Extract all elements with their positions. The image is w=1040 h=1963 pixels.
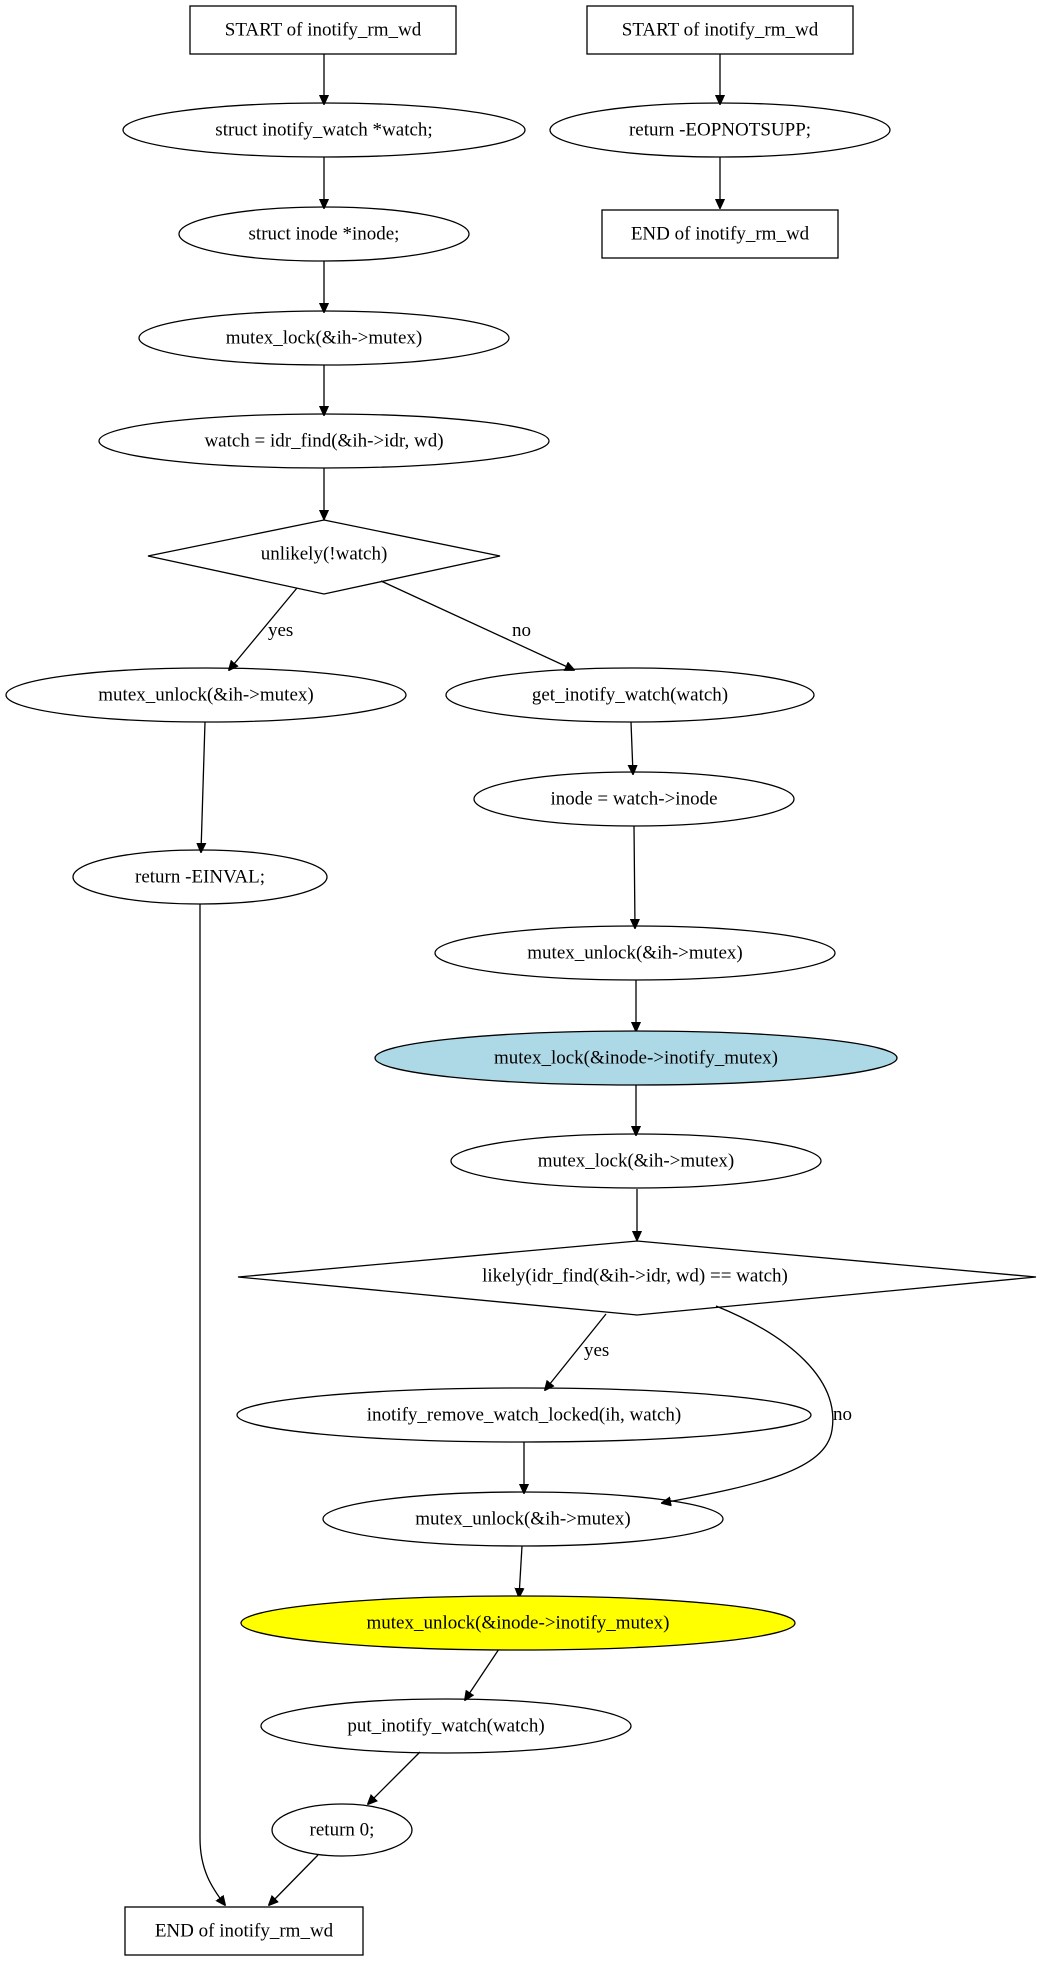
edge-unlock-ih-to-unlock-inode — [519, 1545, 522, 1597]
node-label: watch = idr_find(&ih->idr, wd) — [204, 431, 443, 452]
node-label: get_inotify_watch(watch) — [532, 685, 728, 706]
node-put-watch: put_inotify_watch(watch) — [260, 1698, 632, 1754]
node-return-einval: return -EINVAL; — [72, 849, 328, 905]
node-unlock-ih-2: mutex_unlock(&ih->mutex) — [434, 925, 836, 981]
edge-inode-to-unlock-ih — [634, 825, 635, 928]
node-label: unlikely(!watch) — [261, 544, 388, 565]
node-label: mutex_unlock(&ih->mutex) — [415, 1509, 630, 1530]
node-inode-assign: inode = watch->inode — [473, 771, 795, 827]
node-label: inotify_remove_watch_locked(ih, watch) — [367, 1405, 681, 1426]
node-label: mutex_lock(&ih->mutex) — [538, 1151, 734, 1172]
edge-unlock-inode-to-put-watch — [465, 1648, 500, 1700]
node-label: return 0; — [310, 1820, 375, 1841]
node-return-eopnotsupp: return -EOPNOTSUPP; — [549, 102, 891, 158]
node-unlock-inode: mutex_unlock(&inode->inotify_mutex) — [240, 1595, 796, 1651]
node-return-zero: return 0; — [271, 1803, 413, 1857]
node-label: mutex_lock(&inode->inotify_mutex) — [494, 1048, 778, 1069]
edge-labels: yes no yes no — [268, 620, 852, 1425]
node-label: struct inode *inode; — [249, 224, 400, 245]
edge-cond-no — [380, 580, 574, 670]
edge-label-unlikely-no: no — [512, 620, 531, 641]
nodes: START of inotify_rm_wd struct inotify_wa… — [5, 5, 1037, 1956]
node-unlock-ih-3: mutex_unlock(&ih->mutex) — [322, 1491, 724, 1547]
node-lock-ih-1: mutex_lock(&ih->mutex) — [138, 310, 510, 366]
edge-get-watch-to-inode — [631, 721, 633, 774]
node-decl-watch: struct inotify_watch *watch; — [122, 102, 526, 158]
node-label: END of inotify_rm_wd — [155, 1921, 334, 1942]
edge-label-likely-yes: yes — [584, 1340, 609, 1361]
node-start-main: START of inotify_rm_wd — [189, 5, 457, 55]
node-label: return -EINVAL; — [135, 867, 265, 888]
edges — [199, 54, 834, 1905]
node-cond-likely: likely(idr_find(&ih->idr, wd) == watch) — [237, 1240, 1037, 1316]
edge-return-einval-to-end — [199, 904, 225, 1905]
node-label: START of inotify_rm_wd — [225, 20, 422, 41]
node-lock-inode: mutex_lock(&inode->inotify_mutex) — [374, 1030, 898, 1086]
edge-label-likely-no: no — [833, 1404, 852, 1425]
node-label: mutex_unlock(&ih->mutex) — [527, 943, 742, 964]
node-label: START of inotify_rm_wd — [622, 20, 819, 41]
edge-likely-no — [662, 1305, 834, 1503]
node-end-alt: END of inotify_rm_wd — [601, 209, 839, 259]
node-label: return -EOPNOTSUPP; — [629, 120, 811, 141]
node-label: mutex_lock(&ih->mutex) — [226, 328, 422, 349]
node-decl-inode: struct inode *inode; — [178, 206, 470, 262]
edge-put-watch-to-return-zero — [368, 1751, 421, 1804]
node-label: mutex_unlock(&ih->mutex) — [98, 685, 313, 706]
node-start-alt: START of inotify_rm_wd — [586, 5, 854, 55]
node-label: inode = watch->inode — [550, 789, 717, 810]
edge-label-unlikely-yes: yes — [268, 620, 293, 641]
edge-cond-yes — [229, 587, 298, 670]
node-label: likely(idr_find(&ih->idr, wd) == watch) — [482, 1266, 788, 1287]
node-label: END of inotify_rm_wd — [631, 224, 810, 245]
edge-likely-yes — [545, 1313, 607, 1390]
node-cond-unlikely: unlikely(!watch) — [147, 519, 501, 595]
node-label: mutex_unlock(&inode->inotify_mutex) — [366, 1613, 669, 1634]
node-lock-ih-2: mutex_lock(&ih->mutex) — [450, 1133, 822, 1189]
node-label: put_inotify_watch(watch) — [347, 1716, 544, 1737]
node-get-watch: get_inotify_watch(watch) — [445, 667, 815, 723]
node-label: struct inotify_watch *watch; — [215, 120, 432, 141]
edge-unlock-err-to-return-einval — [201, 721, 205, 852]
edge-return-zero-to-end — [269, 1854, 319, 1905]
node-idr-find: watch = idr_find(&ih->idr, wd) — [98, 413, 550, 469]
node-unlock-ih-err: mutex_unlock(&ih->mutex) — [5, 667, 407, 723]
node-end-main: END of inotify_rm_wd — [124, 1906, 364, 1956]
node-remove-watch: inotify_remove_watch_locked(ih, watch) — [236, 1387, 812, 1443]
